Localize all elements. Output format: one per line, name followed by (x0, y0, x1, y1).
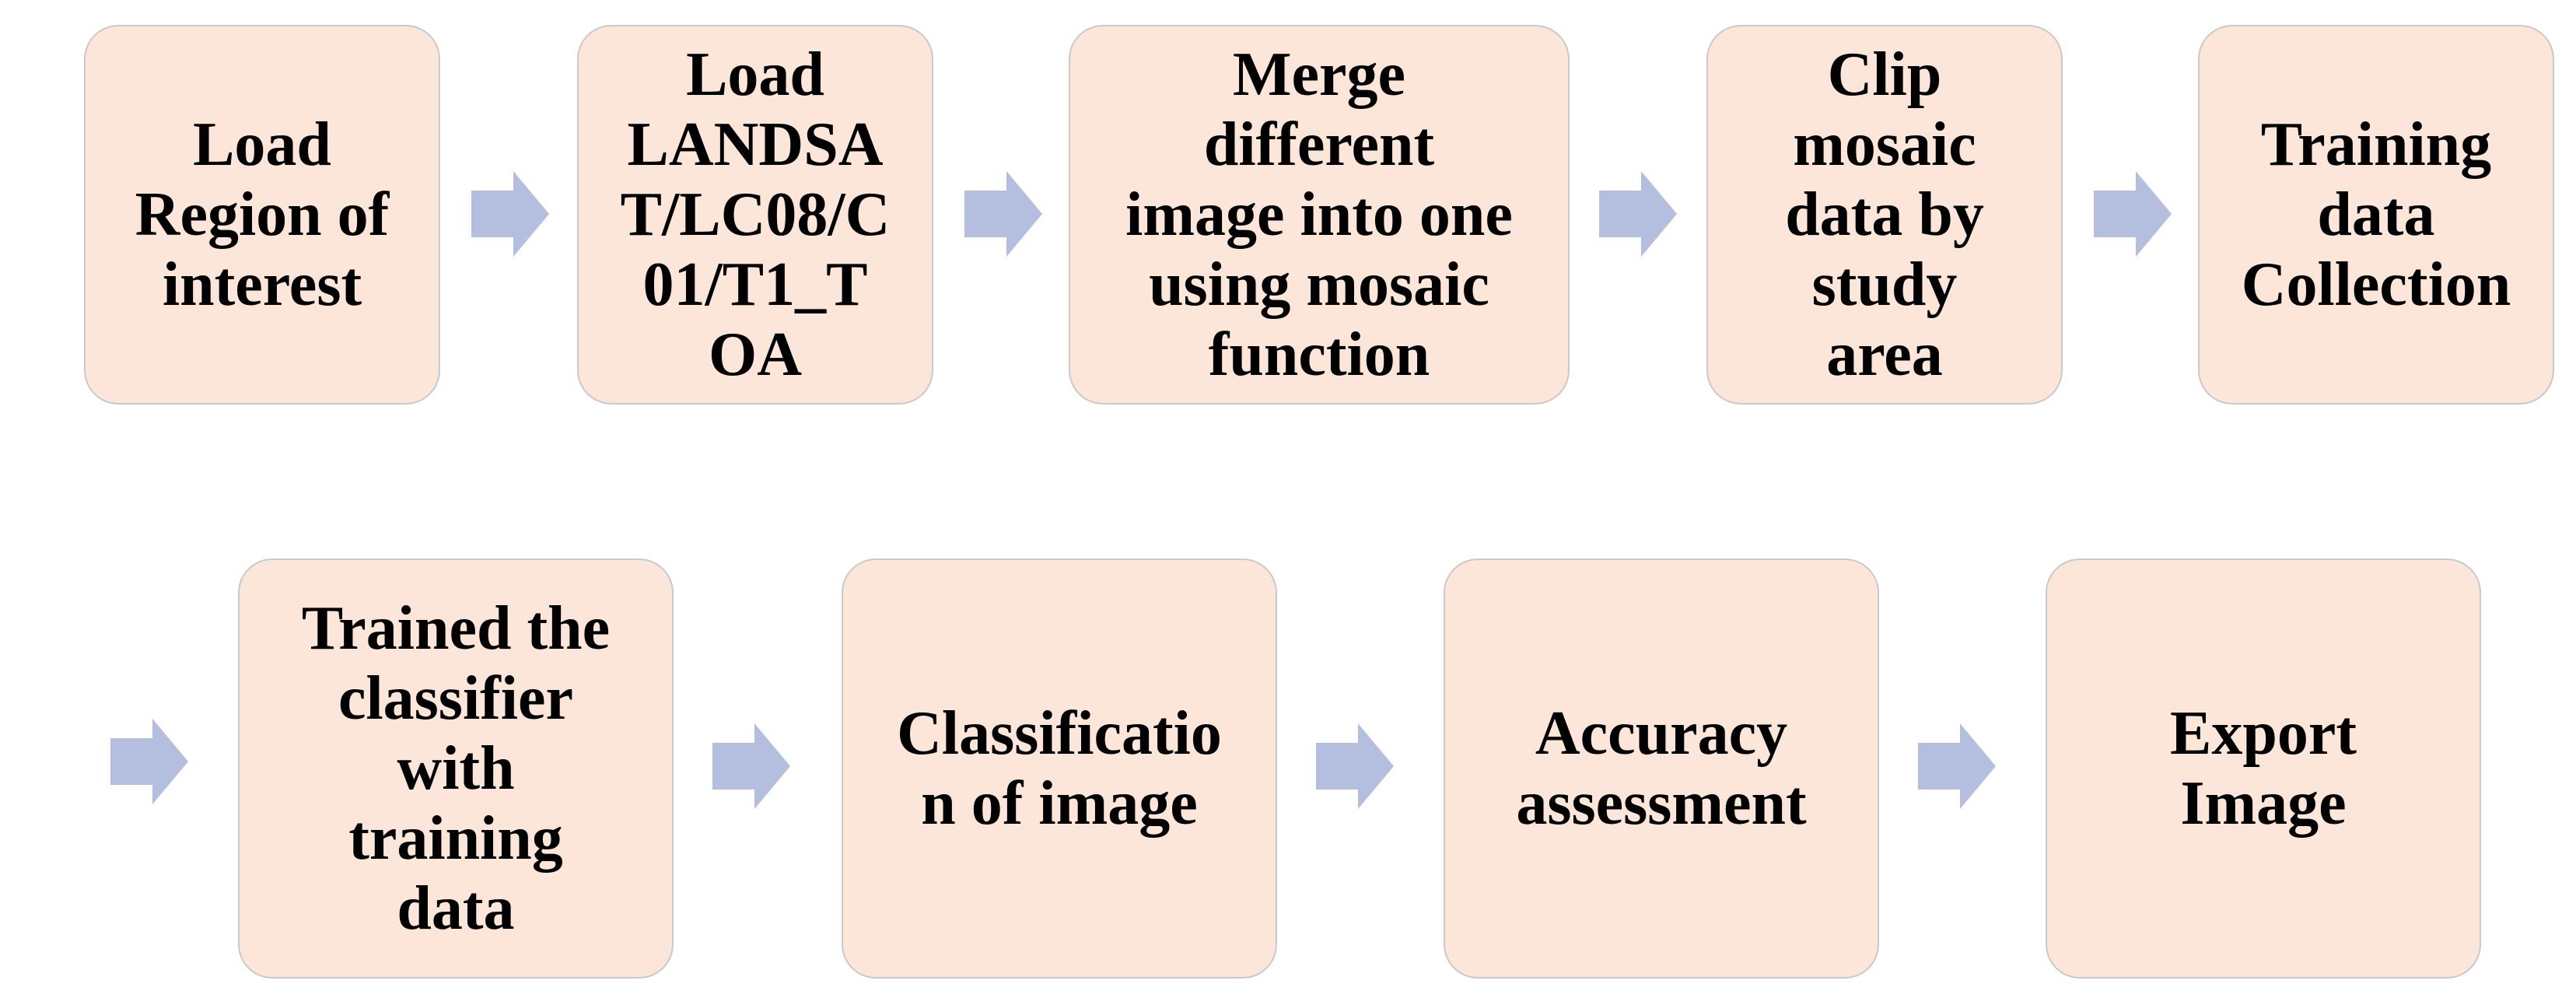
right-arrow-icon (2094, 171, 2172, 257)
step-training-data-label: Training data Collection (2241, 110, 2511, 319)
step-load-landsat-label: Load LANDSA T/LC08/C 01/T1_T OA (620, 40, 891, 389)
right-arrow-icon (110, 719, 188, 804)
step-train-classifier-label: Trained the classifier with training dat… (301, 594, 611, 943)
step-merge-mosaic-label: Merge different image into one using mos… (1125, 40, 1513, 389)
arrow-6 (712, 723, 790, 809)
arrow-5 (110, 719, 188, 804)
step-load-landsat: Load LANDSA T/LC08/C 01/T1_T OA (577, 25, 933, 404)
right-arrow-icon (1599, 171, 1677, 257)
right-arrow-icon (1918, 723, 1996, 809)
step-train-classifier: Trained the classifier with training dat… (238, 559, 674, 979)
step-merge-mosaic: Merge different image into one using mos… (1069, 25, 1570, 404)
right-arrow-icon (964, 171, 1042, 257)
step-accuracy-assessment-label: Accuracy assessment (1516, 699, 1807, 838)
step-clip-mosaic: Clip mosaic data by study area (1706, 25, 2063, 404)
right-arrow-icon (1316, 723, 1394, 809)
step-export-image: Export Image (2046, 559, 2481, 979)
arrow-2 (964, 171, 1042, 257)
step-load-region: Load Region of interest (84, 25, 440, 404)
arrow-1 (471, 171, 549, 257)
step-load-region-label: Load Region of interest (135, 110, 390, 319)
step-training-data: Training data Collection (2198, 25, 2554, 404)
step-clip-mosaic-label: Clip mosaic data by study area (1785, 40, 1984, 389)
step-classification-label: Classificatio n of image (897, 699, 1222, 838)
step-classification: Classificatio n of image (842, 559, 1277, 979)
arrow-4 (2094, 171, 2172, 257)
arrow-8 (1918, 723, 1996, 809)
step-accuracy-assessment: Accuracy assessment (1444, 559, 1879, 979)
right-arrow-icon (712, 723, 790, 809)
step-export-image-label: Export Image (2170, 699, 2357, 838)
arrow-3 (1599, 171, 1677, 257)
right-arrow-icon (471, 171, 549, 257)
arrow-7 (1316, 723, 1394, 809)
